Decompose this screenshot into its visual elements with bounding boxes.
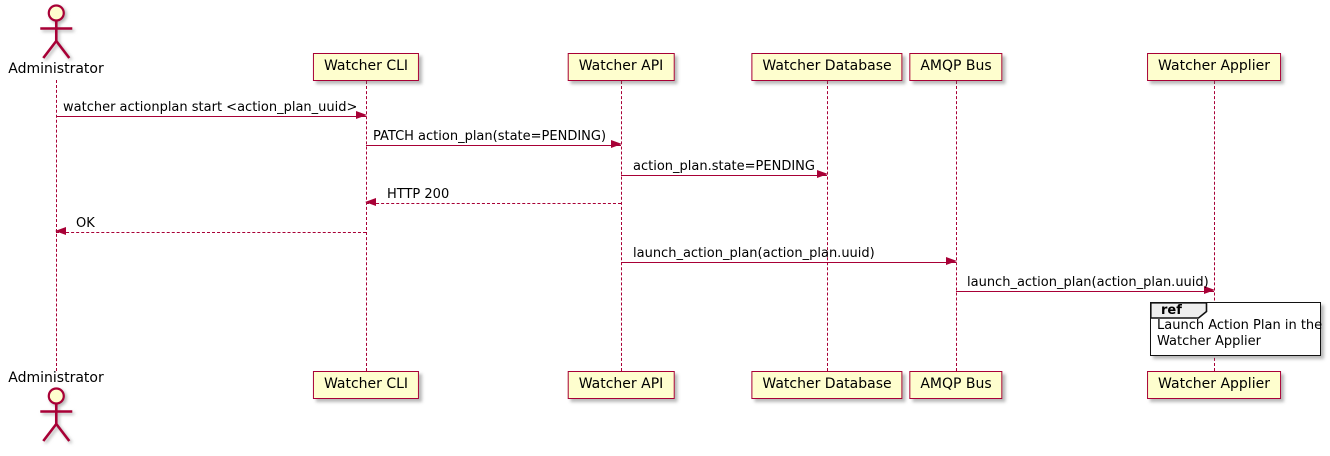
arrowhead-icon (611, 140, 622, 149)
participant-top-watcher-applier: Watcher Applier (1147, 53, 1281, 81)
message-4-label: HTTP 200 (387, 187, 450, 202)
message-6-label: launch_action_plan(action_plan.uuid) (633, 246, 875, 261)
message-6-line (621, 257, 957, 266)
arrowhead-icon (55, 227, 66, 236)
arrowhead-icon (1204, 286, 1215, 295)
lifeline-amqp-bus (956, 81, 957, 371)
actor-administrator-top: Administrator (8, 3, 104, 77)
participant-bottom-amqp-bus: AMQP Bus (909, 371, 1003, 399)
lifeline-watcher-cli (366, 81, 367, 371)
lifeline-administrator (56, 80, 57, 371)
ref-header-pentagon-icon (1150, 302, 1208, 319)
message-2-label: PATCH action_plan(state=PENDING) (373, 129, 607, 144)
lifeline-watcher-api (621, 81, 622, 371)
message-3-label: action_plan.state=PENDING (633, 159, 815, 174)
message-5-line (55, 227, 366, 236)
participant-bottom-watcher-database: Watcher Database (751, 371, 903, 399)
actor-label: Administrator (8, 370, 104, 386)
participant-bottom-watcher-cli: Watcher CLI (312, 371, 420, 399)
message-4-line (365, 198, 621, 207)
participant-top-amqp-bus: AMQP Bus (909, 53, 1003, 81)
arrowhead-icon (946, 257, 957, 266)
ref-text-line2: Watcher Applier (1157, 334, 1261, 349)
message-5-label: OK (76, 216, 95, 231)
lifeline-watcher-database (827, 81, 828, 371)
message-1-label: watcher actionplan start <action_plan_uu… (63, 100, 358, 115)
participant-top-watcher-api: Watcher API (567, 53, 675, 81)
message-7-line (956, 286, 1215, 295)
arrowhead-icon (365, 198, 376, 207)
arrowhead-icon (817, 170, 828, 179)
message-3-line (621, 170, 828, 179)
participant-top-watcher-database: Watcher Database (751, 53, 903, 81)
arrowhead-icon (356, 111, 367, 120)
actor-icon (40, 387, 72, 442)
actor-administrator-bottom: Administrator (8, 370, 104, 444)
ref-text-line1: Launch Action Plan in the (1157, 318, 1323, 333)
message-2-line (366, 140, 622, 149)
actor-label: Administrator (8, 61, 104, 77)
message-1-line (56, 111, 367, 120)
message-7-label: launch_action_plan(action_plan.uuid) (967, 275, 1209, 290)
participant-top-watcher-cli: Watcher CLI (312, 53, 420, 81)
participant-bottom-watcher-api: Watcher API (567, 371, 675, 399)
ref-fragment: ref Launch Action Plan in the Watcher Ap… (1150, 302, 1322, 356)
participant-bottom-watcher-applier: Watcher Applier (1147, 371, 1281, 399)
ref-keyword: ref (1161, 303, 1182, 318)
actor-icon (40, 4, 72, 59)
ref-text: Launch Action Plan in the Watcher Applie… (1157, 318, 1322, 350)
lifeline-watcher-applier (1214, 81, 1215, 371)
